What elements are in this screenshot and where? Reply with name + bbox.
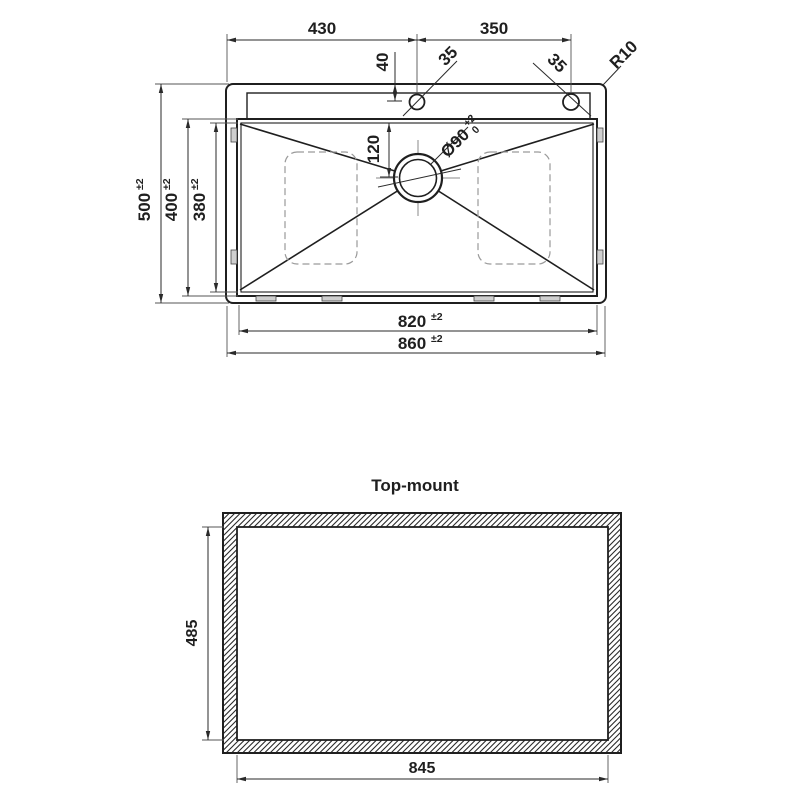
dim-860: 860 ±2 — [226, 306, 606, 357]
dim-485-label: 485 — [184, 620, 201, 647]
dim-400-label: 400 — [162, 193, 181, 221]
clip-left-2 — [230, 249, 238, 265]
clip-bottom-3 — [473, 295, 495, 302]
dim-500-label: 500 — [135, 193, 154, 221]
bowl-pad-left-dashed — [284, 151, 358, 265]
faucet-hole-left — [408, 93, 426, 111]
dim-845: 845 — [236, 755, 609, 783]
dim-35-left: 35 — [402, 43, 462, 117]
bowl-inner-outline — [240, 122, 594, 293]
dim-drain-label: Ø90 — [437, 125, 473, 161]
dim-485: 485 — [184, 526, 224, 741]
dim-430: 430 — [226, 19, 418, 93]
bowl-slope-diagonals — [239, 123, 595, 291]
dim-380-tol: ±2 — [189, 178, 201, 190]
cutout-title: Top-mount — [371, 476, 459, 495]
dim-380: 380 ±2 — [189, 122, 238, 293]
dim-drain-tol-minus: 0 — [470, 124, 483, 137]
clip-right-2 — [596, 249, 604, 265]
dim-120: 120 — [364, 123, 398, 178]
bowl-pad-right-dashed — [477, 151, 551, 265]
dim-drain-diameter: Ø90 +2 0 — [430, 112, 483, 165]
clip-left-1 — [230, 127, 238, 143]
bowl-outer-outline — [236, 118, 598, 297]
dim-500-tol: ±2 — [134, 178, 146, 190]
dim-r10-label: R10 — [606, 37, 641, 72]
dim-430-label: 430 — [308, 19, 336, 38]
faucet-hole-right — [562, 93, 580, 111]
dim-860-tol: ±2 — [431, 333, 443, 345]
dim-350-label: 350 — [480, 19, 508, 38]
dim-380-label: 380 — [190, 193, 209, 221]
drain-diameter-line — [377, 168, 462, 188]
dim-845-label: 845 — [409, 760, 436, 777]
dim-820: 820 ±2 — [238, 305, 598, 335]
clip-bottom-1 — [255, 295, 277, 302]
dim-40-label: 40 — [373, 53, 392, 72]
clip-right-1 — [596, 127, 604, 143]
dim-500: 500 ±2 — [134, 83, 229, 304]
dim-820-tol: ±2 — [431, 311, 443, 323]
sink-outer-rim-outline — [225, 83, 607, 304]
dim-35-right: 35 — [532, 50, 592, 117]
dim-35-left-label: 35 — [435, 43, 462, 70]
clip-bottom-4 — [539, 295, 561, 302]
dim-400: 400 ±2 — [161, 118, 238, 297]
dim-40: 40 — [373, 52, 402, 102]
dim-r10: R10 — [602, 37, 641, 86]
cutout-inner-opening — [236, 526, 609, 741]
dim-350: 350 — [417, 19, 572, 93]
dim-120-label: 120 — [364, 135, 383, 163]
mounting-clips — [230, 127, 604, 302]
dim-400-tol: ±2 — [161, 178, 173, 190]
faucet-deck-outline — [246, 92, 591, 120]
sink-top-view: 430 350 40 35 — [134, 19, 641, 357]
dim-820-label: 820 — [398, 312, 426, 331]
dim-860-label: 860 — [398, 334, 426, 353]
clip-bottom-2 — [321, 295, 343, 302]
cutout-view: Top-mount 485 845 — [184, 476, 622, 783]
dim-35-right-label: 35 — [544, 50, 571, 77]
drain-inner-circle — [398, 158, 438, 198]
